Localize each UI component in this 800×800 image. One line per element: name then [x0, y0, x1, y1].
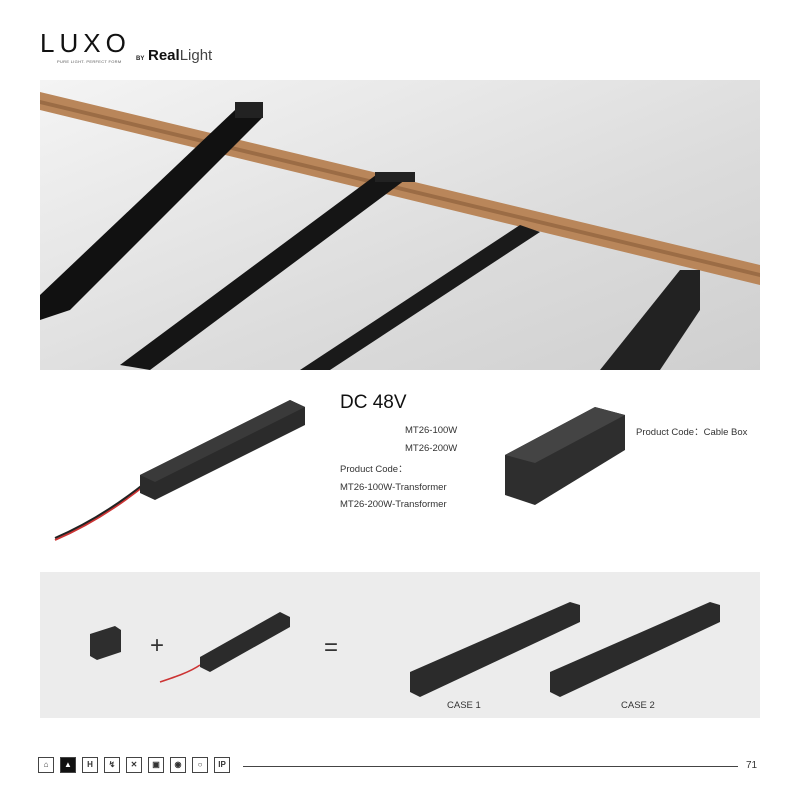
feature-icons: ⌂ ▲ H ↯ ✕ ▣ ◉ ○ IP [38, 757, 230, 773]
transformer-small [159, 612, 290, 683]
by-label: BY [136, 56, 145, 62]
footer-rule [243, 766, 738, 767]
case-label: CASE 2 [621, 700, 655, 711]
track-2 [120, 172, 405, 370]
transformer-code: MT26-200W-Transformer [340, 499, 447, 510]
ip-rating-icon: IP [214, 757, 230, 773]
reallight-logo: RealLight [148, 48, 212, 64]
heat-icon: H [82, 757, 98, 773]
cable-box-small [90, 626, 121, 660]
eye-comfort-icon: ◉ [170, 757, 186, 773]
recessed-icon: ⌂ [38, 757, 54, 773]
logo-tagline: PURE LIGHT. PERFECT FORM [57, 59, 122, 64]
luxo-logo: LUXO [40, 28, 131, 58]
driver-icon: ↯ [104, 757, 120, 773]
transformer-image [54, 400, 305, 541]
hero-installation-image [40, 80, 760, 370]
case-2-image [550, 602, 720, 697]
transformer-code: MT26-100W-Transformer [340, 482, 447, 493]
no-cover-icon: ✕ [126, 757, 142, 773]
cable-box-label: Product Code：Cable Box [636, 427, 748, 438]
voltage-heading: DC 48V [340, 392, 407, 413]
model-code: MT26-200W [405, 443, 458, 454]
equals-sign: = [324, 634, 339, 661]
dimmable-icon: ▣ [148, 757, 164, 773]
combination-panel: + = CASE 1 CASE 2 [40, 572, 760, 718]
page-number: 71 [746, 760, 758, 771]
plus-sign: + [150, 632, 165, 659]
brand-part: Real [148, 47, 180, 64]
case-label: CASE 1 [447, 700, 481, 711]
track-4 [600, 270, 700, 370]
brand-part: L [179, 47, 189, 64]
transformer-code-label: Product Code： [340, 464, 408, 475]
case-1-image [410, 602, 580, 697]
ceiling-icon: ▲ [60, 757, 76, 773]
brand-part: ight [188, 47, 213, 64]
person-icon: ○ [192, 757, 208, 773]
model-code: MT26-100W [405, 425, 458, 436]
cable-box-image [505, 407, 625, 505]
track-1 [40, 110, 262, 320]
track-3 [300, 225, 540, 370]
